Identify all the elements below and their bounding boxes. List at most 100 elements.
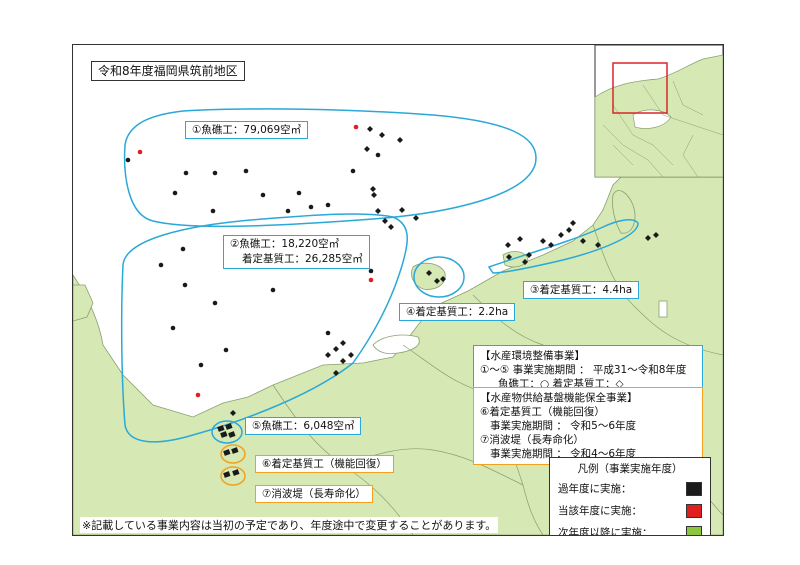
legend-swatch-current: [686, 504, 702, 518]
structure-marker-past: [223, 449, 231, 456]
reef-marker-current: [137, 149, 143, 155]
reef-marker-past: [270, 287, 276, 293]
map-frame: 令和8年度福岡県筑前地区 ①魚礁工：79,069空㎥ ②魚礁工：18,220空㎥…: [72, 44, 724, 536]
substrate-marker-past: [397, 137, 403, 143]
substrate-marker-past: [580, 238, 586, 244]
substrate-marker-past: [340, 340, 346, 346]
reef-marker-past: [172, 190, 178, 196]
reef-marker-past: [260, 192, 266, 198]
legend-label-future: 次年度以降に実施：: [558, 527, 653, 536]
substrate-marker-past: [505, 242, 511, 248]
reef-marker-past: [183, 170, 189, 176]
label-4: ④着定基質工：2.2ha: [399, 303, 516, 321]
substrate-marker-past: [413, 215, 419, 221]
substrate-marker-past: [382, 218, 388, 224]
substrate-marker-past: [526, 252, 532, 258]
reef-marker-past: [223, 347, 229, 353]
reef-marker-past: [198, 362, 204, 368]
harbor-mark: [658, 300, 668, 318]
legend-label-past: 過年度に実施：: [558, 483, 632, 495]
legend-item-past: 過年度に実施：: [558, 478, 702, 500]
substrate-marker-past: [325, 352, 331, 358]
substrate-marker-past: [653, 232, 659, 238]
label-2-line-2: 着定基質工：26,285空㎥: [242, 253, 363, 265]
substrate-marker-past: [558, 232, 564, 238]
structure-marker-past: [223, 471, 231, 478]
reef-marker-past: [212, 170, 218, 176]
substrate-marker-past: [522, 259, 528, 265]
marker-layer: [125, 124, 659, 478]
substrate-marker-past: [440, 276, 446, 282]
reef-marker-current: [195, 392, 201, 398]
structure-marker-past: [232, 469, 240, 476]
reef-marker-past: [180, 246, 186, 252]
legend-item-future: 次年度以降に実施：: [558, 522, 702, 536]
reef-marker-past: [325, 202, 331, 208]
substrate-marker-past: [388, 224, 394, 230]
land-west: [73, 284, 94, 322]
substrate-marker-past: [375, 208, 381, 214]
substrate-marker-past: [379, 132, 385, 138]
map-title: 令和8年度福岡県筑前地区: [91, 61, 245, 81]
info-infra-box: 【水産物供給基盤機能保全事業】 ⑥着定基質工（機能回復） 事業実施期間 ： 令和…: [473, 387, 703, 465]
reef-marker-past: [308, 204, 314, 210]
reef-marker-current: [353, 124, 359, 130]
land-bay: [372, 334, 420, 355]
zone-3-outline: [487, 219, 639, 274]
substrate-marker-past: [340, 358, 346, 364]
substrate-marker-past: [434, 278, 440, 284]
reef-marker-past: [375, 152, 381, 158]
label-5: ⑤魚礁工：6,048空㎥: [245, 417, 362, 435]
reef-marker-past: [325, 330, 331, 336]
substrate-marker-past: [367, 126, 373, 132]
substrate-marker-past: [370, 186, 376, 192]
reef-marker-past: [182, 282, 188, 288]
legend-box: 凡例（事業実施年度） 過年度に実施： 当該年度に実施： 次年度以降に実施：: [549, 457, 711, 536]
legend-item-current: 当該年度に実施：: [558, 500, 702, 522]
reef-marker-past: [158, 262, 164, 268]
legend-label-current: 当該年度に実施：: [558, 505, 642, 517]
info-infra-line-2: 事業実施期間 ： 令和5～6年度: [490, 420, 637, 432]
inset-focus-box: [612, 62, 668, 114]
structure-marker-past: [228, 431, 236, 438]
substrate-marker-past: [348, 352, 354, 358]
substrate-marker-past: [566, 227, 572, 233]
structure-marker-past: [217, 425, 225, 432]
substrate-marker-past: [548, 242, 554, 248]
substrate-marker-past: [426, 270, 432, 276]
reef-marker-past: [296, 190, 302, 196]
info-infra-heading: 【水産物供給基盤機能保全事業】: [480, 392, 638, 404]
label-1: ①魚礁工：79,069空㎥: [185, 121, 309, 139]
substrate-marker-past: [371, 192, 377, 198]
reef-marker-current: [368, 277, 374, 283]
label-2: ②魚礁工：18,220空㎥ 着定基質工：26,285空㎥: [223, 235, 370, 269]
reef-marker-past: [350, 168, 356, 174]
legend-swatch-future: [686, 526, 702, 535]
reef-marker-past: [368, 268, 374, 274]
info-env-heading: 【水産環境整備事業】: [480, 350, 585, 362]
label-6: ⑥着定基質工（機能回復）: [255, 455, 394, 473]
legend-swatch-past: [686, 482, 702, 496]
label-7: ⑦消波堤（長寿命化）: [255, 485, 373, 503]
substrate-marker-past: [333, 370, 339, 376]
substrate-marker-past: [506, 254, 512, 260]
reef-marker-past: [210, 208, 216, 214]
substrate-marker-past: [230, 410, 236, 416]
inset-map: [594, 45, 723, 178]
info-infra-line-3: ⑦消波堤（長寿命化）: [480, 434, 584, 446]
info-env-line-1: ①～⑤ 事業実施期間 ： 平成31～令和8年度: [480, 364, 687, 376]
zone-5-outline: [211, 420, 243, 444]
land-northeast: [612, 190, 636, 234]
label-2-line-1: ②魚礁工：18,220空㎥: [230, 238, 340, 250]
footnote: ※記載している事業内容は当初の予定であり、年度途中で変更することがあります。: [80, 517, 499, 533]
structure-marker-past: [220, 431, 228, 438]
legend-heading: 凡例（事業実施年度）: [577, 463, 683, 475]
reef-marker-past: [285, 208, 291, 214]
label-3: ③着定基質工：4.4ha: [523, 281, 640, 299]
substrate-marker-past: [399, 207, 405, 213]
structure-marker-past: [231, 447, 239, 454]
reef-marker-past: [125, 157, 131, 163]
zone-7-outline: [220, 466, 246, 486]
reef-marker-past: [170, 325, 176, 331]
substrate-marker-past: [517, 236, 523, 242]
